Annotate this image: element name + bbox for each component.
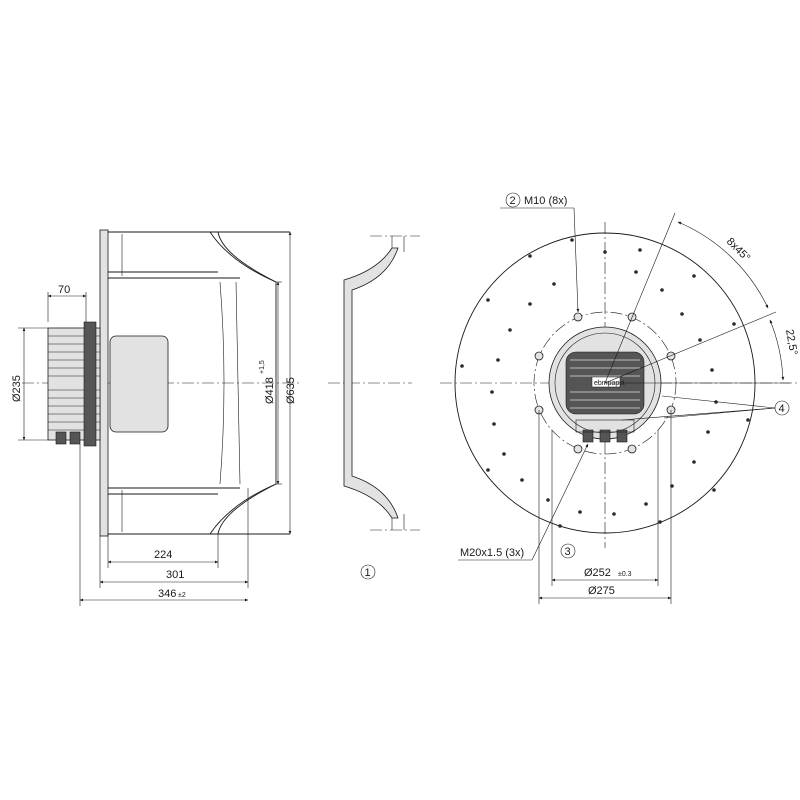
motor-fins xyxy=(570,359,640,409)
label-m10: M10 (8x) xyxy=(524,195,567,207)
dim-346: 346 xyxy=(158,588,176,600)
side-view: 70 Ø235 Ø418 +1,5 Ø635 224 301 346 ±2 xyxy=(11,229,300,606)
dim-224: 224 xyxy=(154,549,172,561)
cable-glands xyxy=(575,419,635,443)
dim-252-tol: ±0.3 xyxy=(618,571,632,578)
backplate xyxy=(99,229,109,537)
dim-outer-dia: Ø635 xyxy=(285,377,297,404)
callout-1: 1 xyxy=(365,567,371,579)
dim-motor-dia: Ø235 xyxy=(11,375,23,402)
impeller-upper-band xyxy=(108,231,290,283)
dim-301: 301 xyxy=(166,569,184,581)
dim-inlet-tol: +1,5 xyxy=(259,360,266,374)
dim-motor-depth: 70 xyxy=(58,284,70,296)
callout-3: 3 xyxy=(565,546,571,558)
impeller-lower-band xyxy=(108,483,290,535)
label-m20: M20x1.5 (3x) xyxy=(460,547,524,559)
front-view: ebmpapst xyxy=(440,192,799,604)
nameplate: ebmpapst xyxy=(594,380,625,387)
label-angle: 8x45° xyxy=(724,236,752,264)
dim-346-tol: ±2 xyxy=(178,592,186,599)
callout-1-circle xyxy=(360,564,376,580)
dim-275: Ø275 xyxy=(588,585,615,597)
dim-252: Ø252 xyxy=(584,567,611,579)
callout-3-circle xyxy=(560,543,576,559)
label-angle-offset: 22,5° xyxy=(783,328,799,356)
dim-inlet-dia: Ø418 xyxy=(264,377,276,404)
inlet-ring: 1 xyxy=(328,235,420,580)
callout-2-circle xyxy=(505,192,521,208)
callout-2: 2 xyxy=(510,195,516,207)
motor-body xyxy=(109,335,169,433)
callout-4: 4 xyxy=(779,403,785,415)
motor-rotor xyxy=(47,321,101,447)
